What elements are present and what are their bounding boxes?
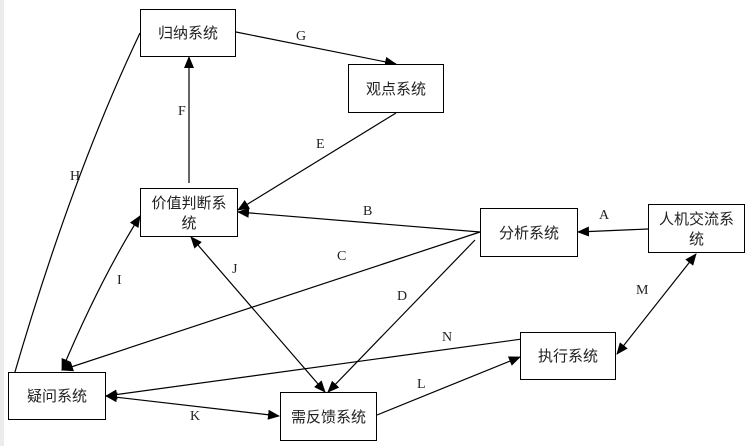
edge-H xyxy=(8,32,141,390)
edge-label-H: H xyxy=(70,169,81,184)
edge-label-K: K xyxy=(190,409,201,424)
edge-G xyxy=(235,31,397,67)
node-guandian-system: 观点系统 xyxy=(348,64,444,113)
node-renji-jiaoliu-system: 人机交流系统 xyxy=(648,204,745,253)
edge-label-J: J xyxy=(232,262,238,277)
edge-D xyxy=(327,239,476,393)
edge-label-E: E xyxy=(316,137,325,152)
edge-label-D: D xyxy=(397,289,408,304)
edge-label-G: G xyxy=(296,29,307,44)
edge-E xyxy=(237,112,397,211)
edge-L xyxy=(376,356,521,416)
node-guina-system: 归纳系统 xyxy=(140,9,236,57)
node-fenxi-system: 分析系统 xyxy=(480,208,578,257)
node-jiazhi-panduan-system: 价值判断系统 xyxy=(140,188,238,237)
edge-J xyxy=(190,236,326,393)
node-yiwen-system: 疑问系统 xyxy=(8,372,106,420)
edge-K xyxy=(105,392,280,420)
left-border-strip xyxy=(0,0,4,446)
edge-B xyxy=(237,207,481,233)
edge-label-A: A xyxy=(599,208,610,223)
edge-A xyxy=(577,226,649,237)
edge-label-B: B xyxy=(363,204,373,219)
edge-I xyxy=(61,215,141,371)
edge-label-I: I xyxy=(117,273,122,288)
edge-C xyxy=(61,231,481,372)
edge-label-M: M xyxy=(636,283,649,298)
edge-N xyxy=(105,332,567,400)
edge-label-C: C xyxy=(337,249,347,264)
edge-label-N: N xyxy=(442,330,453,345)
edge-label-L: L xyxy=(417,377,426,392)
node-zhixing-system: 执行系统 xyxy=(520,332,616,380)
edge-M xyxy=(616,253,697,355)
node-xufankui-system: 需反馈系统 xyxy=(280,392,377,441)
edge-label-F: F xyxy=(178,104,186,119)
